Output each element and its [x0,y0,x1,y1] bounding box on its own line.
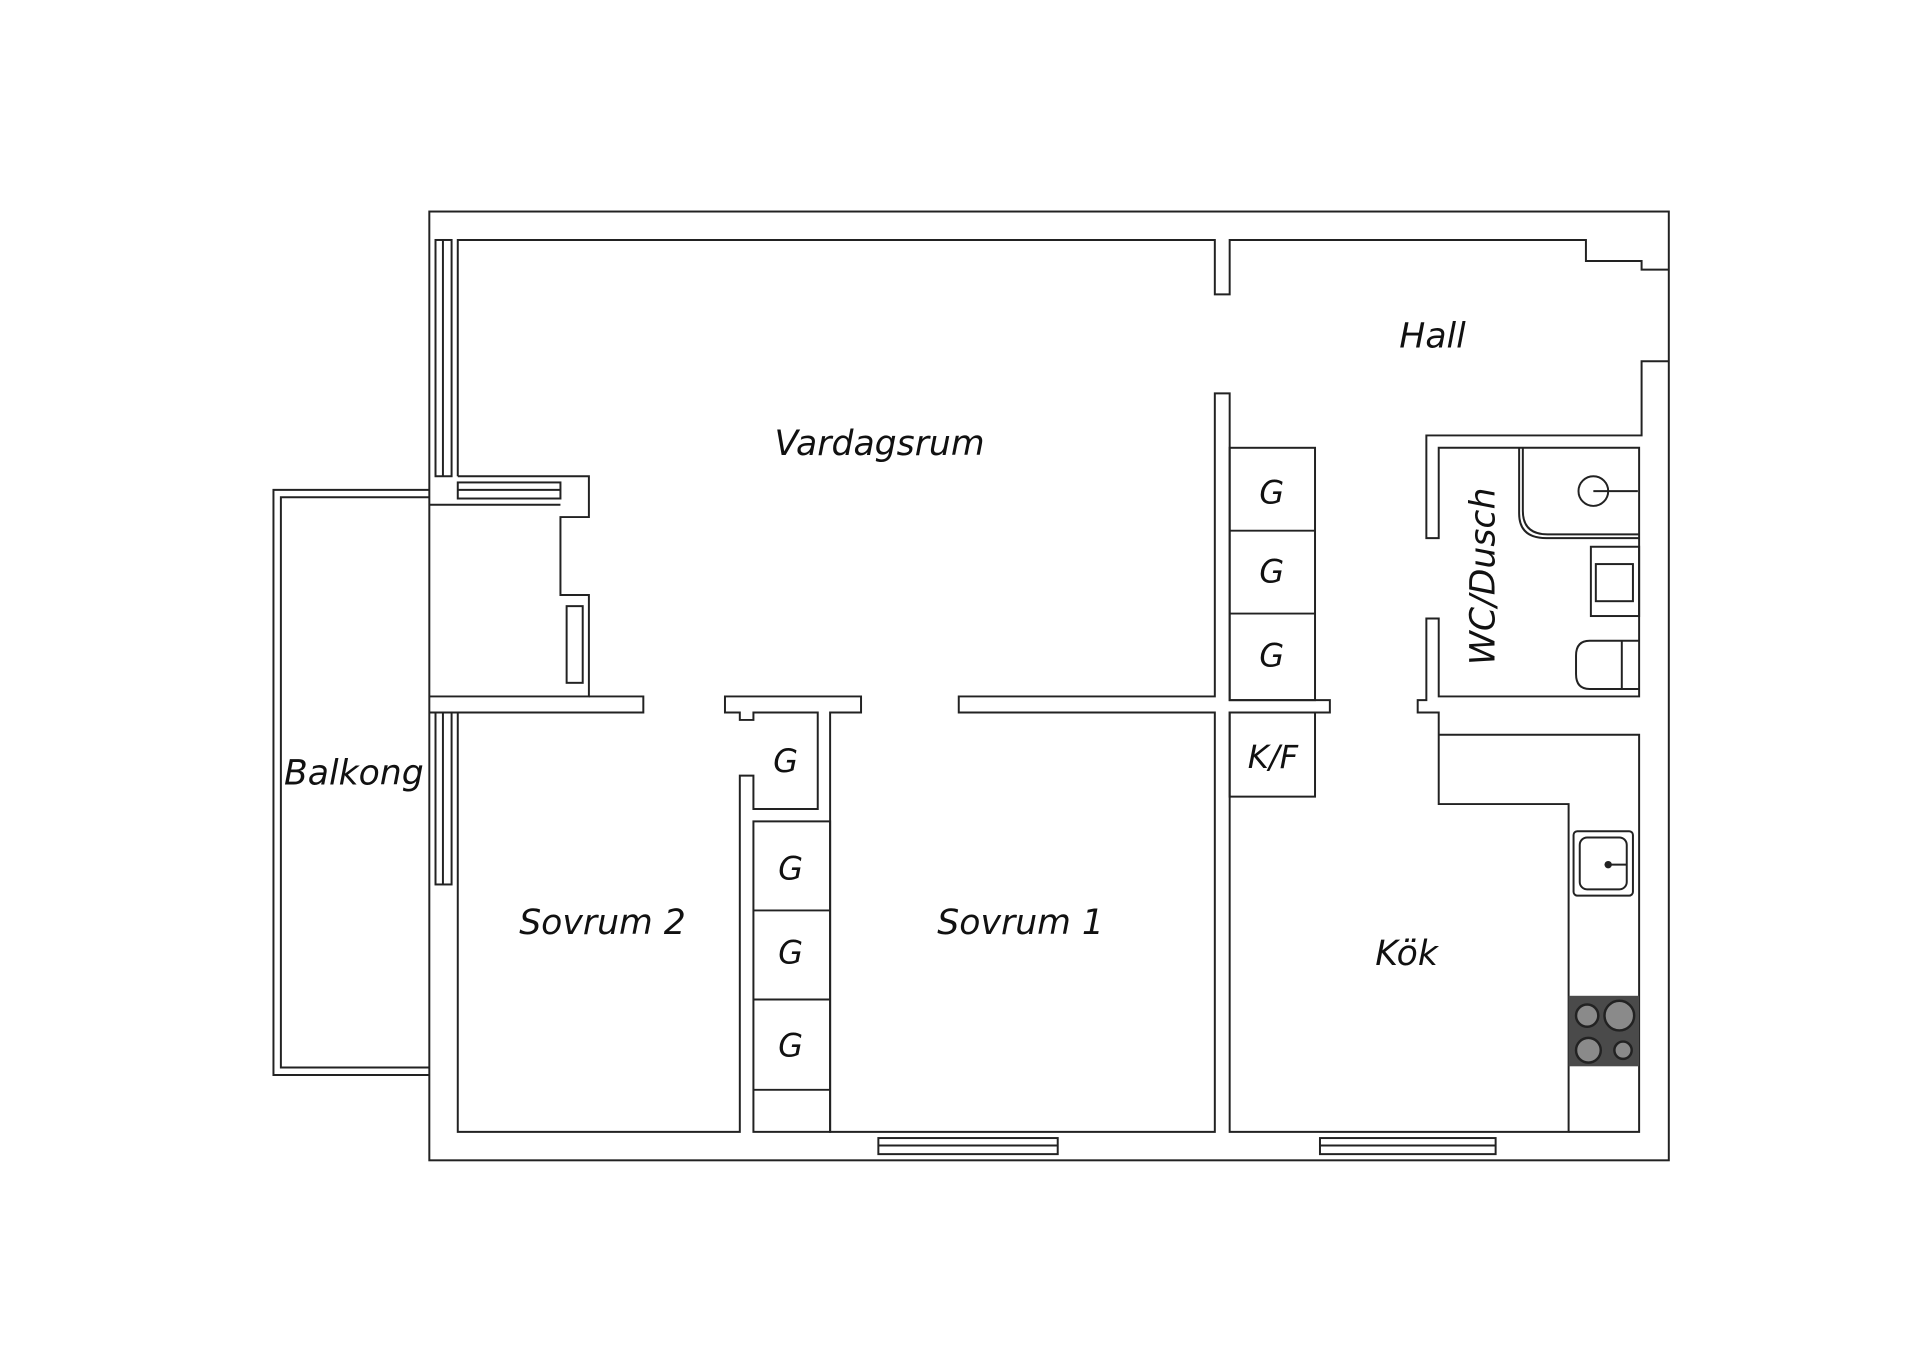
kitchen-sink-icon [1572,830,1634,897]
label-hall: Hall [1399,317,1466,357]
label-closet-kf: K/F [1248,738,1299,776]
label-closet: G [778,934,803,972]
kitchen-fixtures [1568,830,1640,1067]
label-closet: G [778,1026,803,1064]
sink-icon [1589,545,1641,618]
label-closet: G [773,742,798,780]
label-balcony: Balkong [284,753,424,793]
label-closet: G [778,850,803,888]
label-kitchen: Kök [1375,934,1440,974]
label-closet: G [1259,473,1284,511]
toilet-icon [1575,639,1640,691]
label-closet: G [1259,637,1284,675]
bathroom-fixtures [1518,447,1641,691]
label-bath: WC/Dusch [1463,488,1503,666]
label-living: Vardagsrum [775,424,985,464]
label-bedroom1: Sovrum 1 [937,903,1104,943]
room-labels: Vardagsrum Hall WC/Dusch Balkong Sovrum … [284,317,1503,1065]
label-bedroom2: Sovrum 2 [519,903,686,943]
label-closet: G [1259,553,1284,591]
shower-icon [1518,447,1640,540]
walls [272,210,1670,1162]
